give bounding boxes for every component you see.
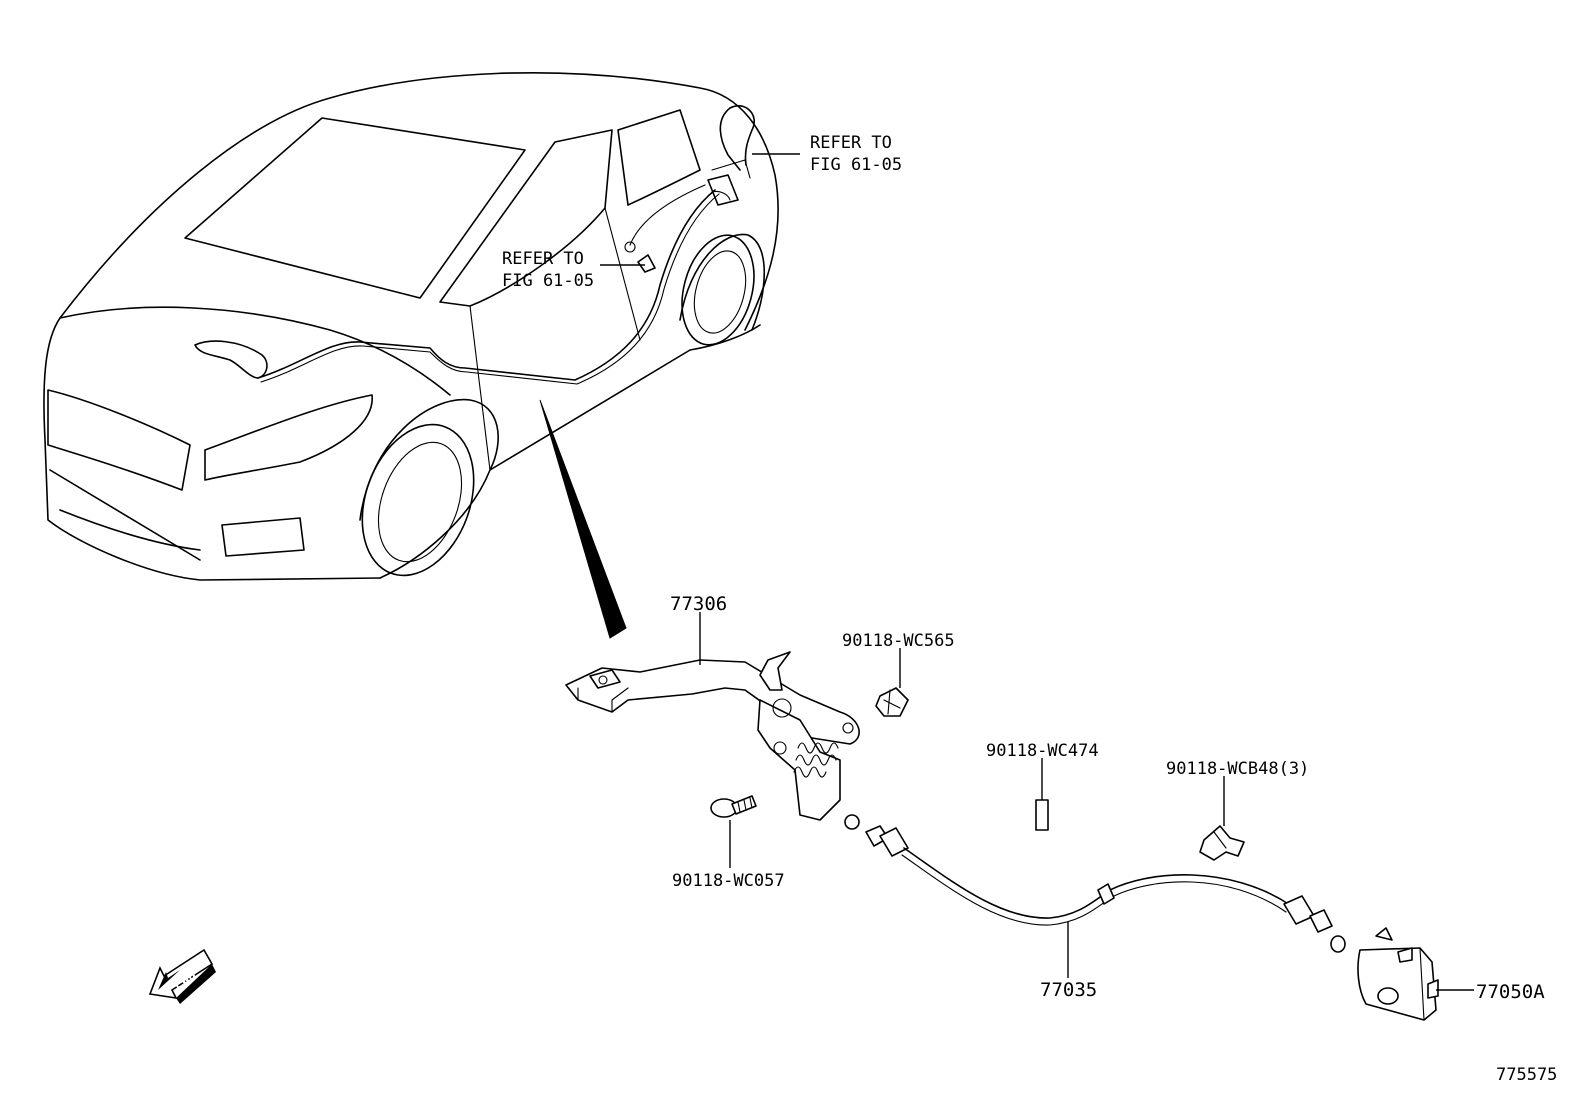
label-77050a: 77050A: [1476, 981, 1545, 1003]
refer-top-line2: FIG 61-05: [810, 155, 902, 175]
refer-top-line1: REFER TO: [810, 133, 892, 153]
label-90118-wc057: 90118-WC057: [672, 871, 785, 891]
label-77306: 77306: [670, 593, 727, 615]
labels: REFER TO FIG 61-05 REFER TO FIG 61-05 77…: [171, 133, 1557, 1085]
refer-mid-line2: FIG 61-05: [502, 271, 594, 291]
clamp-90118-wcb48: [1199, 776, 1245, 861]
label-90118-wcb48: 90118-WCB48(3): [1166, 759, 1309, 779]
label-90118-wc565: 90118-WC565: [842, 631, 955, 651]
refer-mid-line1: REFER TO: [502, 249, 584, 269]
label-77035: 77035: [1040, 979, 1097, 1001]
fuel-lid-lock-77050a: [1357, 927, 1474, 1021]
fwd-arrow-icon: [148, 948, 216, 1004]
detail-pointer: [539, 399, 627, 639]
release-cable-77035: [844, 814, 1346, 978]
label-90118-wc474: 90118-WC474: [986, 741, 1099, 761]
clip-90118-wc565: [875, 648, 909, 717]
screw-90118-wc057: [710, 795, 757, 868]
car-outline: [43, 72, 800, 581]
label-tag-90118-wc474: [1035, 758, 1049, 831]
figure-number: 775575: [1496, 1065, 1557, 1085]
lever-bracket-77306: [565, 612, 860, 821]
